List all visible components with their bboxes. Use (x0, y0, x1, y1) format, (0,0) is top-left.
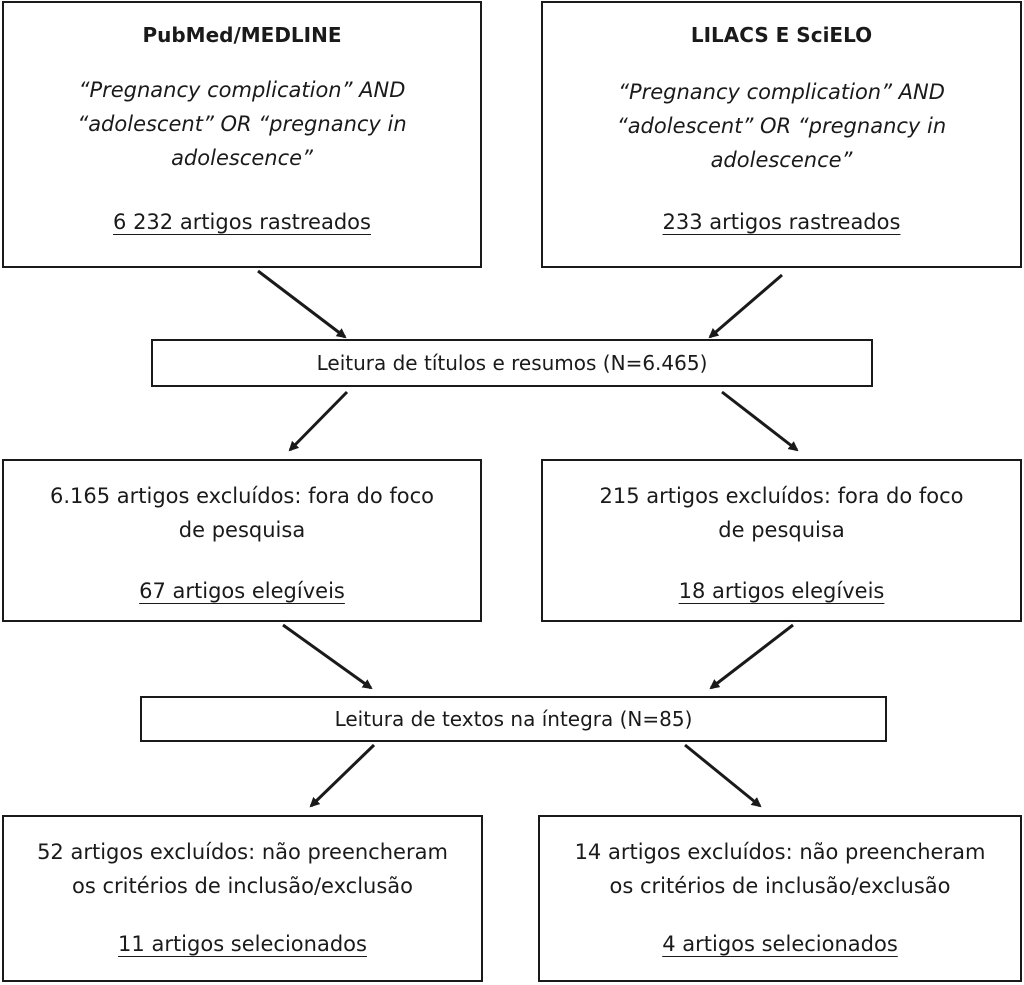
arrow-screening-to-left-eligibility (288, 390, 349, 452)
tracked-count: 6 232 artigos rastreados (113, 210, 371, 234)
excluded-line: de pesquisa (718, 518, 845, 542)
eligibility-box-right: 215 artigos excluídos: fora do foco de p… (541, 459, 1022, 622)
source-box-lilacs-scielo: LILACS E SciELO “Pregnancy complication”… (541, 1, 1022, 268)
query-line: adolescence” (171, 146, 313, 170)
arrow-left-source-to-screening (257, 269, 347, 339)
eligibility-box-left: 6.165 artigos excluídos: fora do foco de… (2, 459, 482, 622)
selection-box-left: 52 artigos excluídos: não preencheram os… (2, 815, 483, 982)
screening-box: Leitura de títulos e resumos (N=6.465) (151, 339, 873, 387)
query-line: “Pregnancy complication” AND (618, 80, 945, 104)
arrow-right-source-to-screening (708, 273, 783, 339)
query-line: “adolescent” OR “pregnancy in (77, 112, 407, 136)
selected-count: 4 artigos selecionados (662, 932, 898, 956)
arrow-left-eligibility-to-fulltext (282, 623, 373, 690)
selected-count: 11 artigos selecionados (118, 932, 367, 956)
excluded-line: 6.165 artigos excluídos: fora do foco (49, 484, 435, 508)
arrow-fulltext-to-left-selection (309, 743, 376, 808)
source-box-pubmed: PubMed/MEDLINE “Pregnancy complication” … (2, 1, 482, 268)
excluded-line: 215 artigos excluídos: fora do foco (599, 484, 964, 508)
excluded-line: os critérios de inclusão/exclusão (71, 874, 413, 898)
arrow-screening-to-right-eligibility (721, 390, 799, 452)
eligible-count: 67 artigos elegíveis (139, 579, 345, 603)
arrow-fulltext-to-right-selection (684, 743, 762, 808)
tracked-count: 233 artigos rastreados (662, 210, 901, 234)
source-title: LILACS E SciELO (690, 23, 873, 47)
query-line: adolescence” (710, 148, 853, 172)
query-line: “adolescent” OR “pregnancy in (616, 114, 947, 138)
screening-label: Leitura de títulos e resumos (N=6.465) (316, 351, 708, 375)
excluded-line: 14 artigos excluídos: não preencheram (574, 840, 986, 864)
excluded-line: 52 artigos excluídos: não preencheram (37, 840, 448, 864)
eligible-count: 18 artigos elegíveis (678, 579, 885, 603)
fulltext-label: Leitura de textos na íntegra (N=85) (334, 707, 693, 731)
source-title: PubMed/MEDLINE (142, 23, 342, 47)
excluded-line: os critérios de inclusão/exclusão (609, 874, 951, 898)
selection-box-right: 14 artigos excluídos: não preencheram os… (538, 815, 1022, 982)
query-line: “Pregnancy complication” AND (78, 78, 406, 102)
excluded-line: de pesquisa (178, 518, 306, 542)
fulltext-box: Leitura de textos na íntegra (N=85) (140, 696, 887, 742)
arrow-right-eligibility-to-fulltext (709, 623, 794, 690)
